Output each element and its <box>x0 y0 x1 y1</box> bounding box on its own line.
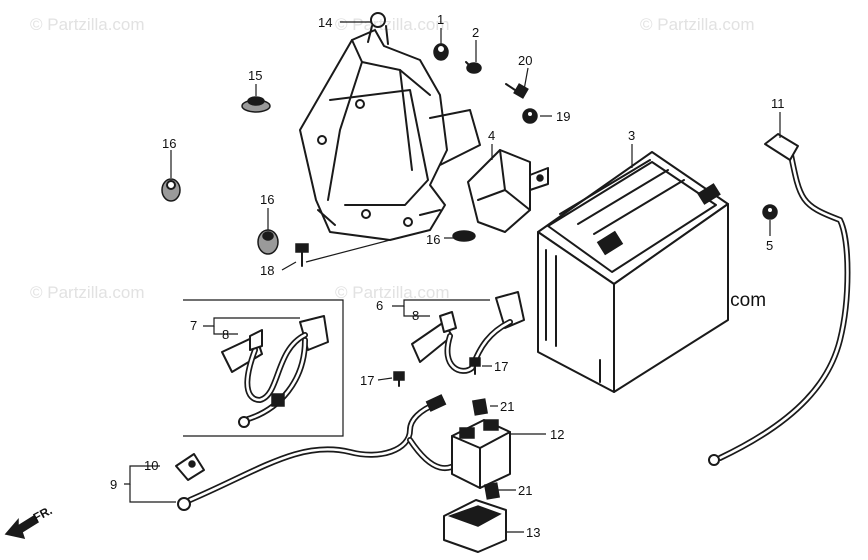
callout-6: 6 <box>376 298 383 313</box>
callout-8: 8 <box>412 308 419 323</box>
callout-11: 11 <box>771 96 785 111</box>
watermark-layer: © Partzilla.com © Partzilla.com © Partzi… <box>30 15 755 302</box>
callout-17: 17 <box>494 359 508 374</box>
rubber-cushion-drawing <box>161 178 476 255</box>
callout-20: 20 <box>518 53 532 68</box>
callout-5: 5 <box>766 238 773 253</box>
callout-4: 4 <box>488 128 495 143</box>
cap-nut-drawing <box>433 43 449 61</box>
callout-12: 12 <box>550 427 564 442</box>
cable-kit-box <box>183 299 344 437</box>
ground-cable-drawing <box>708 133 851 466</box>
callout-15: 15 <box>248 68 262 83</box>
front-direction-indicator: FR. <box>4 503 54 540</box>
callout-10: 10 <box>144 458 158 473</box>
screw-drawing <box>465 61 482 74</box>
watermark-text: © Partzilla.com <box>640 15 755 34</box>
relay-cover-drawing <box>443 499 507 553</box>
cable-assembly-9-drawing <box>175 394 473 511</box>
terminal-cover-drawing <box>467 149 549 233</box>
nut-drawing-19 <box>522 108 538 124</box>
callout-16: 16 <box>162 136 176 151</box>
callout-16: 16 <box>426 232 440 247</box>
nut-drawing-5 <box>762 204 778 220</box>
bolt-drawing-18 <box>295 243 309 267</box>
watermark-text: © Partzilla.com <box>30 283 145 302</box>
callout-9: 9 <box>110 477 117 492</box>
bolt-drawing-17 <box>393 357 481 387</box>
callout-21: 21 <box>500 399 514 414</box>
callout-labels: 14 1 2 20 15 19 11 16 4 3 16 5 16 18 6 8… <box>110 12 785 540</box>
callout-17: 17 <box>360 373 374 388</box>
watermark-text: © Partzilla.com <box>30 15 145 34</box>
starter-relay-drawing <box>451 419 511 489</box>
callout-14: 14 <box>318 15 332 30</box>
callout-7: 7 <box>190 318 197 333</box>
callout-21: 21 <box>518 483 532 498</box>
watermark-text: © Partzilla.com <box>335 283 450 302</box>
cable-assembly-6-drawing <box>411 291 525 374</box>
callout-2: 2 <box>472 25 479 40</box>
callout-8: 8 <box>222 327 229 342</box>
watermark-text: © Partzilla.com <box>335 15 450 34</box>
callout-19: 19 <box>556 109 570 124</box>
battery-drawing <box>537 151 729 393</box>
callout-13: 13 <box>526 525 540 540</box>
leader-lines <box>124 21 781 533</box>
clip-drawing <box>472 398 500 500</box>
callout-1: 1 <box>437 12 444 27</box>
callout-3: 3 <box>628 128 635 143</box>
callout-16: 16 <box>260 192 274 207</box>
battery-box-drawing <box>299 12 481 241</box>
callout-18: 18 <box>260 263 274 278</box>
rubber-grommet-drawing <box>241 96 271 113</box>
